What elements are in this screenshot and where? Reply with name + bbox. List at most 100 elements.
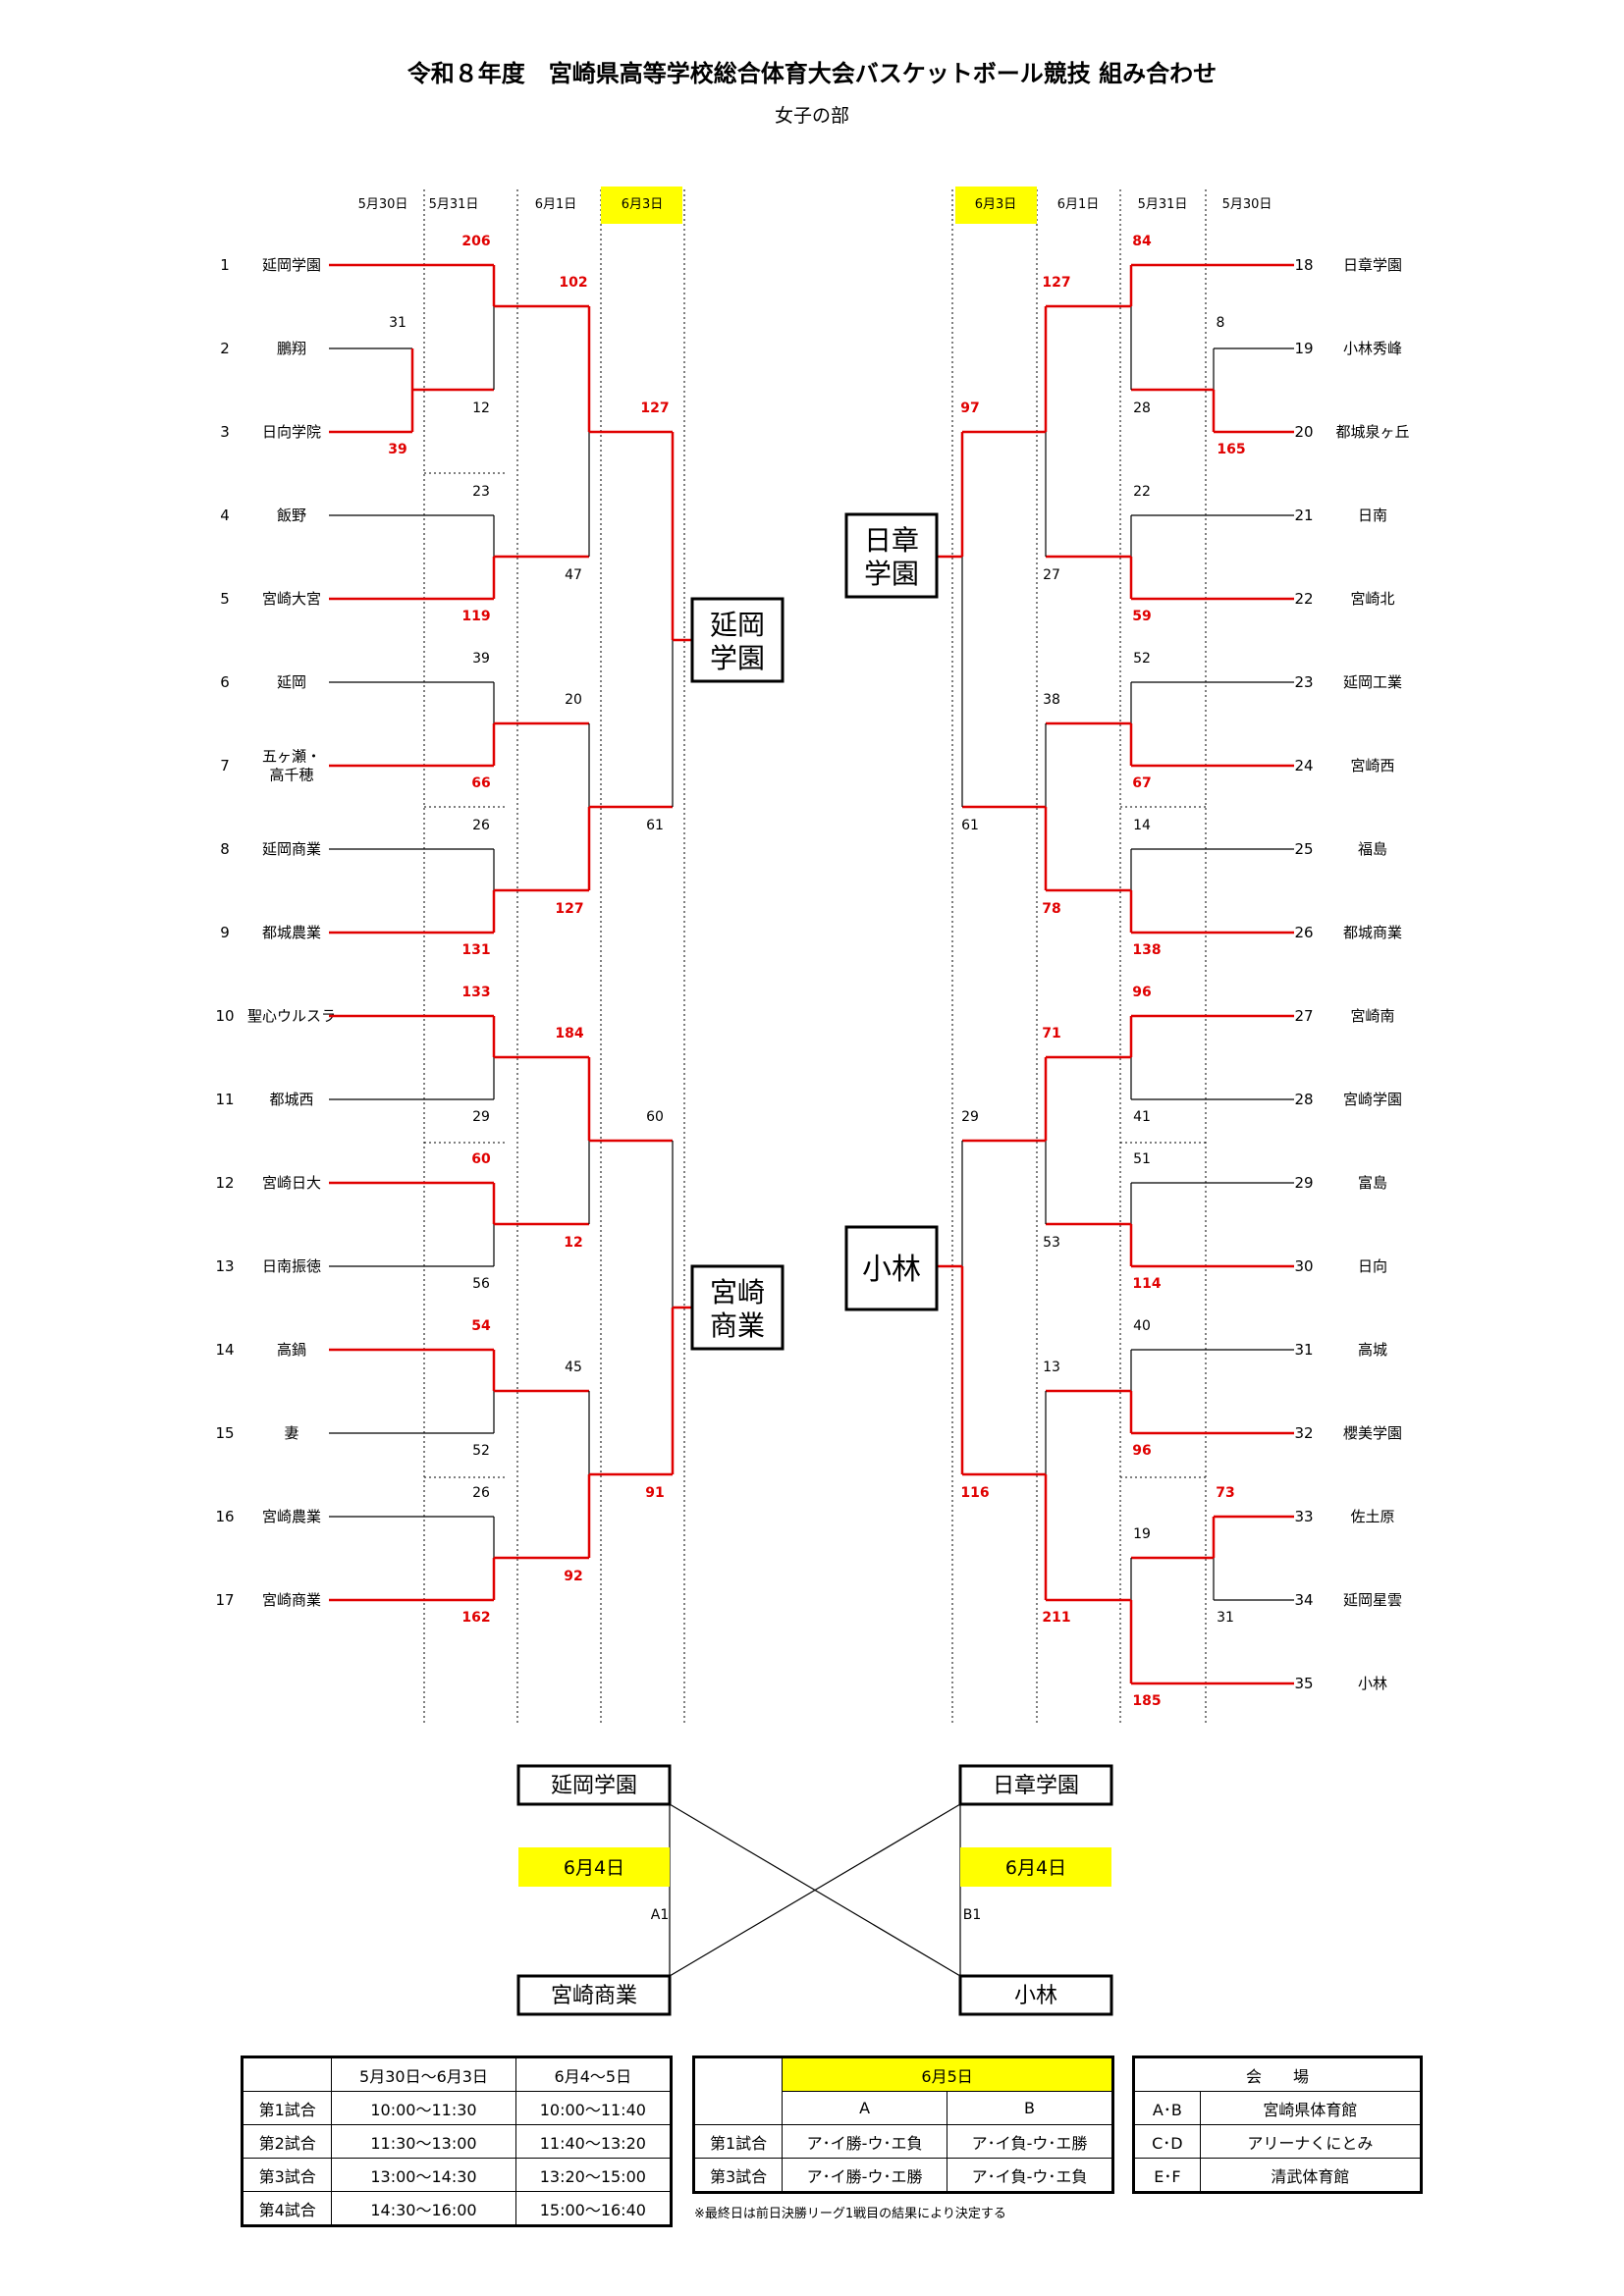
team-name: 宮崎南 <box>1350 1007 1394 1025</box>
score: 96 <box>1132 1443 1151 1459</box>
team-number: 14 <box>215 1341 234 1359</box>
team-number: 17 <box>215 1591 234 1609</box>
score: 60 <box>646 1109 664 1125</box>
score: 52 <box>472 1443 490 1459</box>
score: 27 <box>1043 567 1060 583</box>
final-date: 6月5日 <box>782 2056 1113 2092</box>
final-cell: 第1試合 <box>692 2124 784 2159</box>
score: 165 <box>1217 442 1245 457</box>
score: 22 <box>1133 484 1151 500</box>
score: 206 <box>461 234 490 249</box>
team-name: 福島 <box>1358 840 1387 858</box>
league-date-highlight <box>960 1847 1111 1887</box>
score: 31 <box>389 315 406 331</box>
team-name: 延岡工業 <box>1343 673 1402 691</box>
league-team-name: 日章学園 <box>993 1774 1079 1798</box>
score: 131 <box>461 942 490 958</box>
team-number: 32 <box>1294 1424 1313 1442</box>
score: 52 <box>1133 651 1151 667</box>
league-team-name: 延岡学園 <box>551 1774 637 1798</box>
team-name: 延岡星雲 <box>1343 1591 1402 1609</box>
score: 66 <box>471 775 490 791</box>
team-number: 16 <box>215 1508 234 1525</box>
round-date: 5月31日 <box>1138 197 1188 212</box>
team-name: 富島 <box>1358 1174 1387 1192</box>
score: 59 <box>1132 609 1151 624</box>
score: 127 <box>555 901 583 917</box>
block-winner-name: 宮崎商業 <box>710 1276 765 1342</box>
team-name: 延岡学園 <box>262 256 321 274</box>
team-name: 宮崎学園 <box>1343 1091 1402 1108</box>
score: 84 <box>1132 234 1152 249</box>
team-number: 1 <box>220 256 230 274</box>
block-winner-box <box>844 512 939 599</box>
team-name: 日向 <box>1358 1257 1387 1275</box>
team-number: 26 <box>1294 924 1313 941</box>
team-number: 11 <box>215 1091 234 1108</box>
page-title: 令和８年度 宮崎県高等学校総合体育大会バスケットボール競技 組み合わせ <box>406 60 1218 87</box>
team-number: 3 <box>220 423 230 441</box>
league-team-name: 小林 <box>1014 1984 1057 2008</box>
round-date: 6月3日 <box>622 197 664 212</box>
league-date: 6月4日 <box>564 1857 624 1879</box>
team-name: 宮崎大宮 <box>262 590 321 608</box>
score: 8 <box>1217 315 1225 331</box>
round-date: 6月1日 <box>535 197 577 212</box>
score: 41 <box>1133 1109 1151 1125</box>
venue-name: 宮崎県体育館 <box>1199 2091 1423 2125</box>
team-number: 12 <box>215 1174 234 1192</box>
score: 73 <box>1216 1485 1234 1501</box>
team-number: 9 <box>220 924 230 941</box>
score: 211 <box>1042 1610 1070 1626</box>
final-cell: ア･イ負-ウ･エ勝 <box>946 2124 1114 2159</box>
team-name: 宮崎日大 <box>262 1174 321 1192</box>
team-name: 飯野 <box>277 507 306 524</box>
score: 61 <box>646 818 664 833</box>
final-cell: 第3試合 <box>692 2158 784 2193</box>
schedule-cell: 13:00～14:30 <box>331 2158 516 2192</box>
team-name: 小林秀峰 <box>1343 340 1402 357</box>
team-number: 6 <box>220 673 230 691</box>
team-name: 都城農業 <box>262 924 321 941</box>
schedule-cell: 10:00～11:30 <box>331 2091 516 2125</box>
score: 184 <box>555 1026 583 1041</box>
league-label: B1 <box>963 1907 982 1923</box>
score: 56 <box>472 1276 490 1292</box>
team-number: 15 <box>215 1424 234 1442</box>
schedule-cell: 13:20～15:00 <box>514 2158 673 2192</box>
score: 185 <box>1132 1693 1161 1709</box>
score: 20 <box>565 692 582 708</box>
score: 39 <box>472 651 490 667</box>
league-date-highlight <box>518 1847 670 1887</box>
venue-header: 会 場 <box>1133 2056 1422 2092</box>
block-winner-name: 延岡学園 <box>710 609 765 674</box>
score: 133 <box>461 985 490 1000</box>
schedule-header: 6月4～5日 <box>514 2056 673 2092</box>
round-date: 5月30日 <box>358 197 408 212</box>
team-name: 宮崎農業 <box>262 1508 321 1525</box>
schedule-cell: 10:00～11:40 <box>514 2091 673 2125</box>
score: 23 <box>472 484 490 500</box>
final-cell: ア･イ負-ウ･エ負 <box>946 2158 1114 2193</box>
score: 60 <box>471 1151 491 1167</box>
block-winner-name: 小林 <box>862 1253 921 1287</box>
final-cell: ア･イ勝-ウ･エ勝 <box>782 2158 947 2193</box>
score: 127 <box>1042 275 1070 291</box>
schedule-cell: 11:30～13:00 <box>331 2124 516 2159</box>
team-number: 28 <box>1294 1091 1313 1108</box>
team-name: 妻 <box>284 1424 298 1442</box>
team-number: 27 <box>1294 1007 1313 1025</box>
score: 61 <box>961 818 979 833</box>
team-number: 2 <box>220 340 230 357</box>
team-name: 延岡 <box>277 673 306 691</box>
score: 26 <box>472 1485 490 1501</box>
venue-table: 会 場 A･B 宮崎県体育館 C･D アリーナくにとみ E･F 清武体育館 <box>1132 2056 1423 2194</box>
team-number: 19 <box>1294 340 1313 357</box>
schedule-cell: 11:40～13:20 <box>514 2124 673 2159</box>
venue-code: E･F <box>1133 2158 1201 2193</box>
score: 114 <box>1132 1276 1161 1292</box>
final-cell: ア･イ勝-ウ･エ負 <box>782 2124 947 2159</box>
score: 13 <box>1043 1360 1060 1375</box>
score: 39 <box>388 442 406 457</box>
